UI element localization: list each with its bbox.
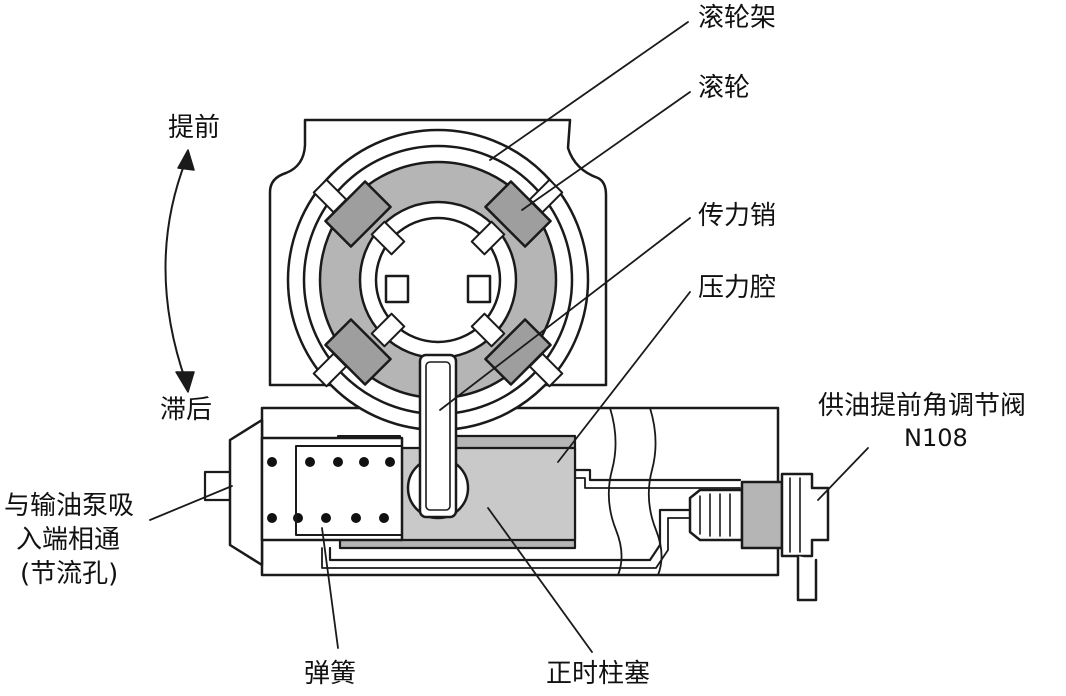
frame-slot <box>312 352 348 388</box>
housing-break-line <box>647 407 663 576</box>
arrowhead-retard <box>175 371 195 393</box>
label-advance: 提前 <box>168 113 221 143</box>
leader-inlet <box>149 485 233 521</box>
shaft-key-left <box>384 274 410 304</box>
shaft <box>374 216 502 344</box>
label-inlet-line3: (节流孔) <box>20 559 119 589</box>
label-spring: 弹簧 <box>304 659 357 689</box>
inlet-end-cap <box>228 418 264 567</box>
spring-cavity <box>260 436 404 542</box>
label-roller-frame: 滚轮架 <box>698 3 777 33</box>
leader-roller-frame <box>489 21 689 161</box>
label-inlet-line1: 与输油泵吸 <box>4 491 135 521</box>
spring-seat <box>295 445 403 536</box>
advance-retard-arrow <box>164 159 187 383</box>
frame-slot <box>312 178 348 214</box>
valve-n108 <box>688 472 830 602</box>
label-valve-code: N108 <box>904 424 968 452</box>
fuel-line-upper-inner <box>574 477 741 489</box>
inlet-nozzle <box>203 470 232 502</box>
fuel-line-lower <box>328 508 692 562</box>
label-timing-plunger: 正时柱塞 <box>546 659 651 689</box>
leader-timing-plunger <box>487 507 593 653</box>
frame-slot <box>370 220 406 256</box>
leader-roller <box>521 91 691 211</box>
arrowhead-advance <box>177 149 195 171</box>
label-roller: 滚轮 <box>698 73 751 103</box>
label-transfer-pin: 传力销 <box>698 201 777 231</box>
leader-transfer-pin <box>439 217 691 411</box>
label-pressure-chamber: 压力腔 <box>698 273 777 303</box>
leader-spring <box>321 527 339 649</box>
frame-slot <box>470 312 506 348</box>
roller-group <box>324 180 552 386</box>
transfer-pin-inner <box>425 361 451 511</box>
spring <box>267 457 395 523</box>
frame-slot <box>370 312 406 348</box>
frame-slot <box>470 220 506 256</box>
leader-pressure-chamber <box>557 291 691 463</box>
fuel-line-lower-inner <box>321 517 691 569</box>
shaft-key-right <box>466 274 492 304</box>
frame-slot <box>528 352 564 388</box>
leader-valve <box>817 447 869 501</box>
label-inlet-line2: 入端相通 <box>16 525 121 555</box>
label-retard: 滞后 <box>160 395 213 425</box>
fuel-line-upper <box>573 468 742 482</box>
housing-break-line <box>607 407 623 576</box>
label-valve-name: 供油提前角调节阀 <box>818 391 1027 421</box>
